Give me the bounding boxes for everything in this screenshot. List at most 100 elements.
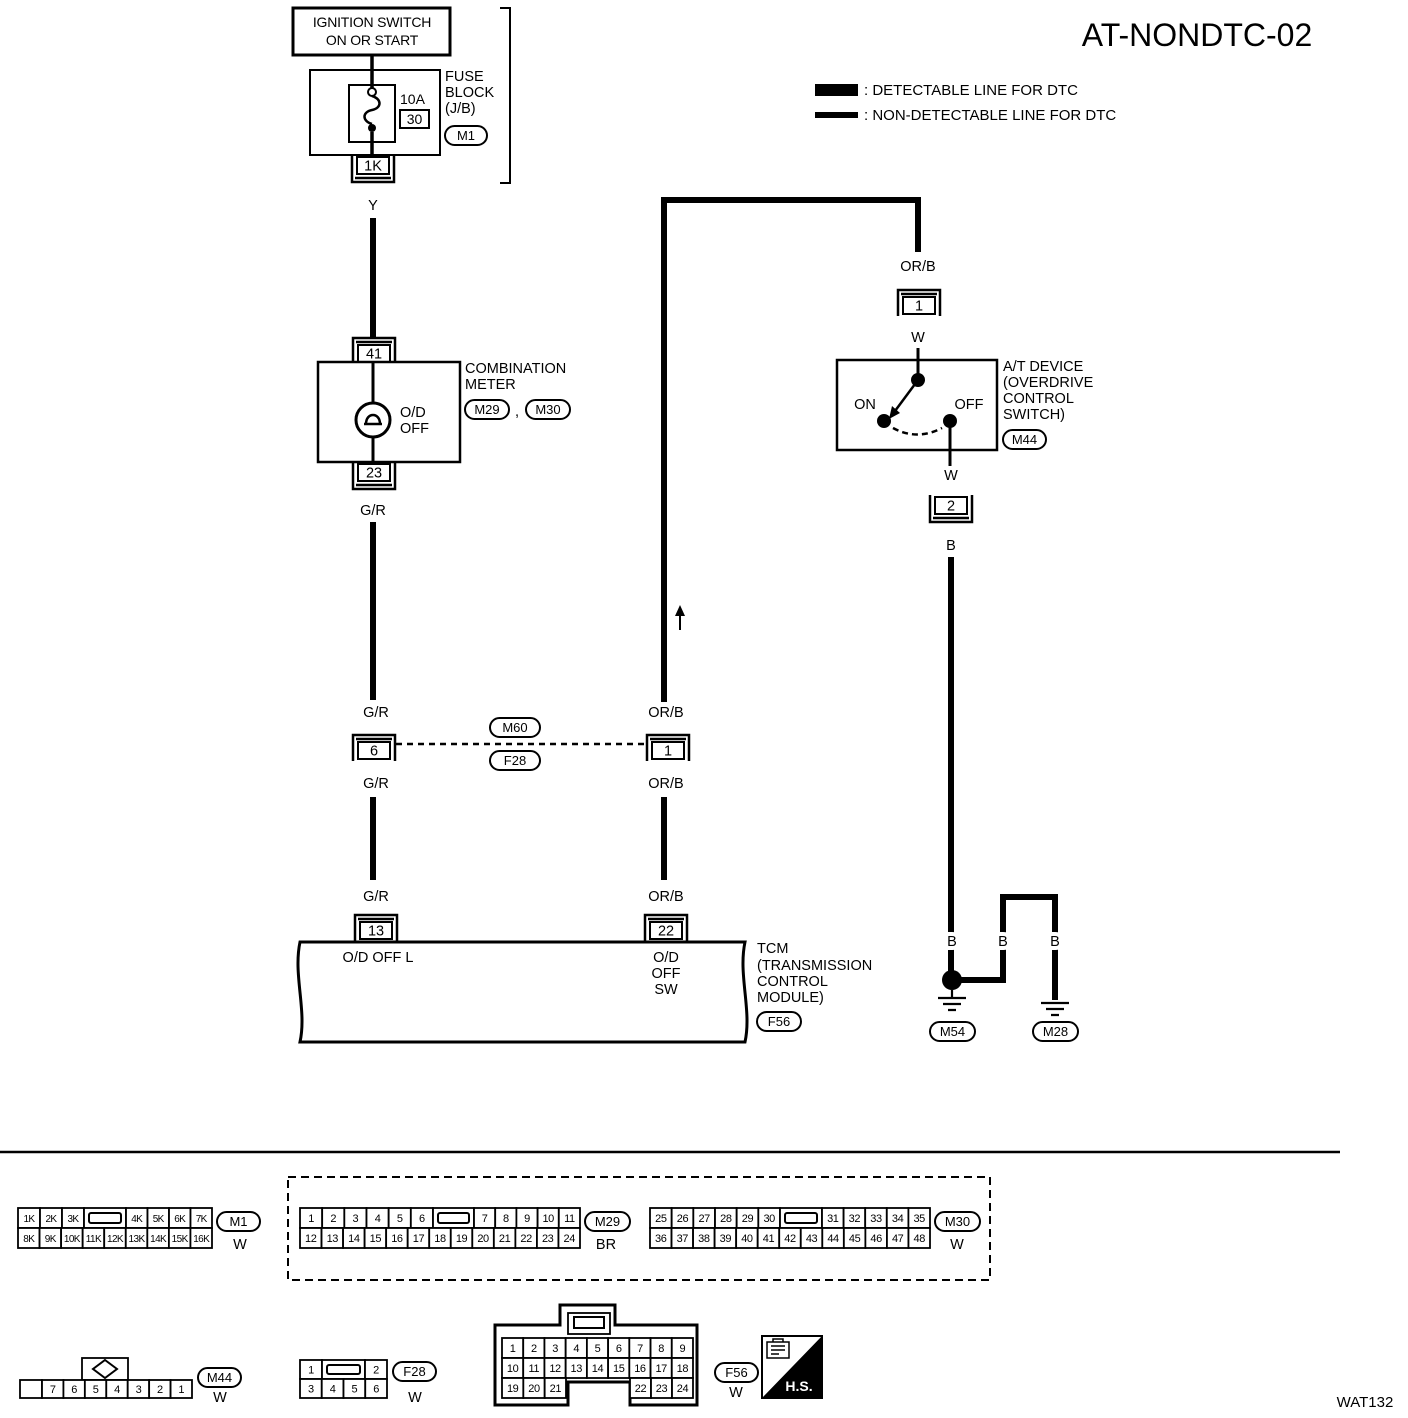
splice-point bbox=[942, 970, 962, 990]
meter-label-2: METER bbox=[465, 377, 516, 393]
wire-color-orb-joint-in: OR/B bbox=[648, 705, 683, 721]
at-device-label-1: A/T DEVICE bbox=[1003, 359, 1084, 375]
hs-icon: H.S. bbox=[761, 1335, 823, 1399]
pin-label: 14K bbox=[150, 1234, 167, 1245]
pin-label: 19 bbox=[507, 1383, 519, 1395]
pin-cell bbox=[189, 1227, 213, 1249]
connector-color: BR bbox=[596, 1237, 616, 1253]
pin-label: 3 bbox=[136, 1384, 142, 1396]
terminal-box bbox=[357, 463, 391, 482]
tcm-terminal-22-name-2: OFF bbox=[652, 966, 681, 982]
fuse-block-label-3: (J/B) bbox=[445, 101, 476, 117]
tag-outline bbox=[216, 1211, 261, 1232]
pin-label: 24 bbox=[677, 1383, 689, 1395]
pin-label: 14 bbox=[348, 1233, 360, 1245]
wire-color-y: Y bbox=[368, 198, 378, 214]
pin-label: 20 bbox=[477, 1233, 489, 1245]
pin-label: 3 bbox=[308, 1384, 314, 1396]
pin-label: 9 bbox=[524, 1213, 530, 1225]
pin-label: 10 bbox=[507, 1363, 519, 1375]
pin-label: 44 bbox=[827, 1233, 839, 1245]
tcm-terminal-13-name: O/D OFF L bbox=[343, 950, 414, 966]
pin-label: 25 bbox=[655, 1213, 667, 1225]
tag-label: F28 bbox=[504, 753, 526, 768]
pin-label: 8K bbox=[23, 1234, 35, 1245]
switch-off-label: OFF bbox=[955, 397, 984, 413]
combination-meter-connector-group bbox=[287, 1176, 991, 1281]
ignition-switch-label-1: IGNITION SWITCH bbox=[313, 14, 431, 30]
tag-outline bbox=[489, 717, 541, 738]
face-tag-m29: M29 BR bbox=[584, 1211, 631, 1253]
pin-label: 11 bbox=[564, 1213, 575, 1225]
pin-label: 4K bbox=[131, 1214, 143, 1225]
pin-label: 24 bbox=[564, 1233, 576, 1245]
wire-color-w-switch-in: W bbox=[911, 330, 925, 346]
tag-label: M44 bbox=[207, 1370, 232, 1385]
hs-icon-label: H.S. bbox=[785, 1378, 812, 1394]
at-device: ON OFF A/T DEVICE (OVERDRIVE CONTROL SWI… bbox=[835, 348, 1094, 466]
at-device-label-3: CONTROL bbox=[1003, 391, 1074, 407]
hs-icon-triangle bbox=[762, 1336, 822, 1398]
pin-label: 41 bbox=[763, 1233, 775, 1245]
tag-label: M54 bbox=[940, 1024, 965, 1039]
pin-cell bbox=[671, 1377, 694, 1399]
at-device-label-4: SWITCH) bbox=[1003, 407, 1065, 423]
pin-label: 5K bbox=[153, 1214, 165, 1225]
terminal-number: 41 bbox=[366, 347, 382, 363]
pin-label: 48 bbox=[914, 1233, 926, 1245]
connector-41: 41 bbox=[351, 336, 397, 364]
fuse-block-label-2: BLOCK bbox=[445, 85, 494, 101]
pin-label: 21 bbox=[499, 1233, 511, 1245]
connector-22: 22 bbox=[643, 913, 689, 941]
pin-label: 11 bbox=[529, 1363, 540, 1375]
legend-non-detectable-label: : NON-DETECTABLE LINE FOR DTC bbox=[864, 107, 1116, 124]
tag-outline bbox=[489, 750, 541, 771]
pin-label: 17 bbox=[655, 1363, 667, 1375]
connector-tag-m30: M30 bbox=[525, 399, 571, 420]
blank-cell bbox=[19, 1379, 43, 1399]
legend: : DETECTABLE LINE FOR DTC : NON-DETECTAB… bbox=[815, 82, 1116, 124]
connector-key bbox=[326, 1364, 361, 1375]
pin-label: 6 bbox=[419, 1213, 425, 1225]
pin-label: 5 bbox=[397, 1213, 403, 1225]
pin-label: 13 bbox=[327, 1233, 339, 1245]
wire-color-b-m28: B bbox=[1050, 934, 1060, 950]
pin-label: 10 bbox=[542, 1213, 554, 1225]
wire-color-orb-joint-out: OR/B bbox=[648, 776, 683, 792]
wire-color-b-switch: B bbox=[946, 538, 956, 554]
connector-frame bbox=[645, 733, 691, 761]
ignition-switch-box bbox=[291, 6, 452, 57]
tcm-label-3: CONTROL bbox=[757, 974, 828, 990]
tag-label: M60 bbox=[502, 720, 527, 735]
tag-label: M29 bbox=[595, 1214, 620, 1229]
connector-key bbox=[784, 1212, 818, 1224]
hs-connector-glyph-icon bbox=[766, 1338, 790, 1359]
ground-m28: M28 bbox=[1032, 1001, 1079, 1042]
fuse-number-box bbox=[399, 109, 430, 129]
pin-label: 16K bbox=[193, 1234, 210, 1245]
tag-label: F28 bbox=[403, 1364, 425, 1379]
terminal-number: 22 bbox=[658, 924, 674, 940]
fuse-element-icon bbox=[363, 94, 381, 126]
pin-label: 8 bbox=[658, 1343, 664, 1355]
tcm-label-1: TCM bbox=[757, 941, 788, 957]
switch-on-contact bbox=[877, 414, 891, 428]
switch-lever-arrow-icon bbox=[889, 406, 900, 419]
pin-label: 18 bbox=[677, 1363, 689, 1375]
pin-label: 29 bbox=[742, 1213, 754, 1225]
fuse-terminal-bottom bbox=[368, 124, 376, 132]
pin-label: 3K bbox=[67, 1214, 79, 1225]
pin-label: 15K bbox=[172, 1234, 189, 1245]
pin-label: 12 bbox=[305, 1233, 317, 1245]
connector-tag-m1: M1 bbox=[444, 125, 488, 146]
pin-label: 2 bbox=[157, 1384, 163, 1396]
pin-label: 5 bbox=[93, 1384, 99, 1396]
pin-cell bbox=[364, 1378, 388, 1399]
figure-code: WAT132 bbox=[1337, 1394, 1394, 1411]
connector-23: 23 bbox=[351, 462, 397, 491]
pin-label: 23 bbox=[656, 1383, 668, 1395]
pin-label: 7K bbox=[196, 1214, 208, 1225]
